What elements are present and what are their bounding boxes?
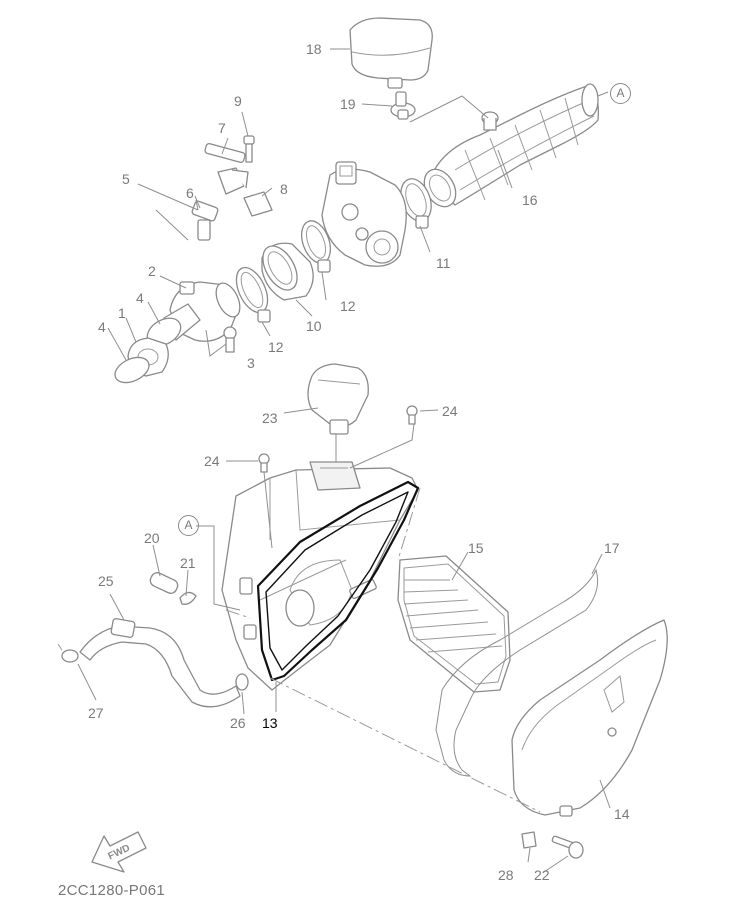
part-23-joint [307, 363, 369, 435]
callout-7: 7 [218, 120, 226, 136]
leader-lines [77, 48, 611, 873]
callout-8: 8 [280, 181, 288, 197]
callout-23: 23 [262, 410, 278, 426]
throttle-body [321, 161, 407, 267]
part-18-cap [349, 17, 433, 89]
callout-11: 11 [436, 255, 451, 271]
part-16-intake-duct [423, 83, 599, 208]
callout-2: 2 [148, 263, 156, 279]
callout-12-upper: 12 [340, 298, 356, 314]
part-9-screw [243, 135, 255, 163]
part-19-clip [390, 91, 416, 120]
alignment-lines [225, 487, 541, 813]
part-12-clamp-upper [301, 220, 331, 273]
callout-1: 1 [118, 305, 126, 321]
callout-14: 14 [614, 806, 630, 822]
part-2-manifold [163, 281, 241, 342]
part-20-plug [149, 572, 179, 594]
callout-26: 26 [230, 715, 246, 731]
callout-22: 22 [534, 867, 550, 883]
callout-3: 3 [247, 355, 255, 371]
element-mesh [403, 579, 503, 653]
callout-4-lower: 4 [98, 319, 106, 335]
part-24-bolt-left [258, 453, 270, 473]
part-22-screw [551, 835, 584, 859]
callout-5: 5 [122, 171, 130, 187]
part-12-clamp-lower [235, 266, 271, 323]
callout-15: 15 [468, 540, 484, 556]
callout-21: 21 [180, 555, 196, 571]
part-24-bolt-right [406, 405, 418, 425]
callout-27: 27 [88, 705, 104, 721]
part-21-clip [179, 591, 197, 605]
callout-12-lower: 12 [268, 339, 284, 355]
part-15-element [397, 555, 511, 693]
callout-20: 20 [144, 530, 160, 546]
air-cleaner-case [221, 461, 419, 691]
part-25-hose [79, 618, 241, 708]
part-6-injector [191, 200, 219, 241]
ref-marker-a-top: A [610, 83, 631, 104]
part-10-joint [261, 242, 314, 301]
part-27-clamp [57, 643, 79, 663]
part-8-holder [243, 191, 273, 217]
ref-marker-a-left: A [178, 515, 199, 536]
callout-24-left: 24 [204, 453, 220, 469]
callout-16: 16 [522, 192, 538, 208]
part-17-seal [435, 568, 599, 777]
part-14-cover [511, 619, 668, 817]
callout-10: 10 [306, 318, 322, 334]
callout-4-upper: 4 [136, 290, 144, 306]
part-4-oring-lower [114, 356, 150, 384]
callout-6: 6 [186, 185, 194, 201]
part-26-clamp [235, 673, 249, 691]
callout-17: 17 [604, 540, 620, 556]
callout-24-right: 24 [442, 403, 458, 419]
callout-18: 18 [306, 41, 322, 57]
callout-19: 19 [340, 96, 356, 112]
callout-9: 9 [234, 93, 242, 109]
diagram-code: 2CC1280-P061 [58, 882, 166, 899]
fwd-arrow-icon [91, 831, 147, 873]
part-28-nut [521, 831, 537, 849]
callout-28: 28 [498, 867, 514, 883]
callout-13: 13 [262, 715, 278, 731]
part-7-fuel-pipe [204, 143, 249, 195]
part-11-clamp [400, 178, 432, 229]
callout-25: 25 [98, 573, 114, 589]
part-3-bolt [223, 326, 237, 353]
part-13-gasket [256, 480, 420, 682]
